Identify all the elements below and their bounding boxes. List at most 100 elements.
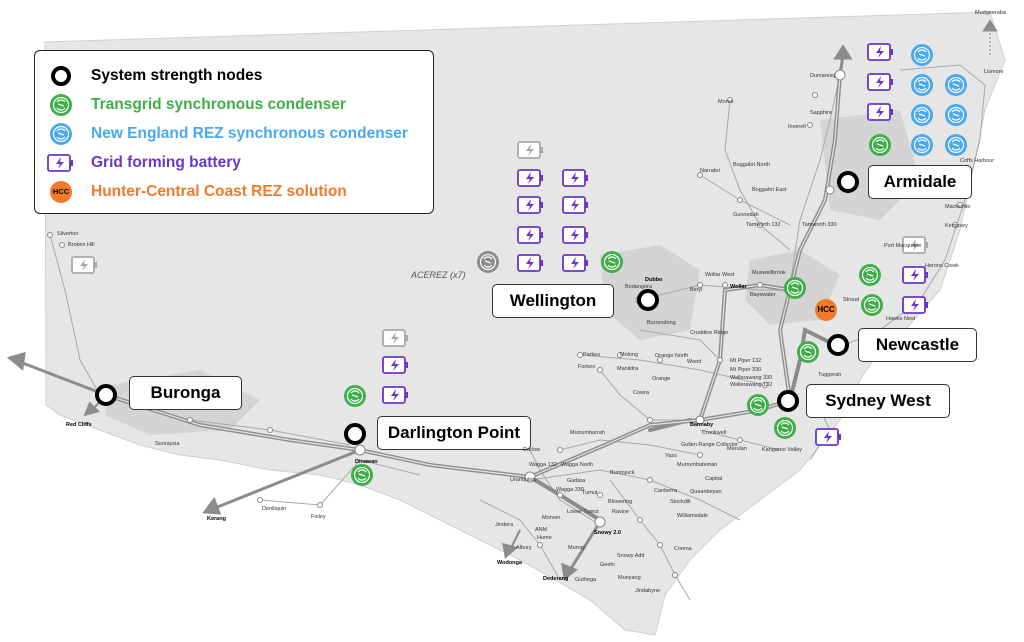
hcc-icon-label: HCC (52, 187, 70, 196)
place-label: Kempsey (945, 223, 968, 229)
place-label: Morven (542, 515, 561, 521)
place-label: Wagga 330 (556, 487, 584, 493)
place-label: Tuggerah (818, 372, 842, 378)
place-label: Marulan (727, 446, 747, 452)
place-label: Gadara (567, 478, 586, 484)
transgrid-condenser-icon (41, 91, 81, 119)
place-label: Moree (718, 99, 734, 105)
place-label: Deniliquin (262, 506, 287, 512)
place-label: Capital (705, 476, 723, 482)
place-label: Wagga North (561, 462, 594, 468)
place-label: Canberra (654, 488, 677, 494)
legend-label: Transgrid synchronous condenser (91, 96, 346, 113)
major-lines-inner (105, 74, 841, 478)
place-label: Dubbo (645, 277, 663, 283)
node-wellington (637, 289, 659, 311)
legend-label: Hunter-Central Coast REZ solution (91, 183, 347, 200)
place-label: Gunnedah (733, 212, 759, 218)
legend-item-battery: Grid forming battery (41, 149, 241, 177)
place-label: Tamworth 330 (802, 222, 837, 228)
place-label: Wallerawang 330 (730, 375, 773, 381)
place-label: Dumaresq (810, 73, 836, 79)
place-label: Boggabri East (752, 187, 787, 193)
place-label: Yass (665, 453, 677, 459)
place-label: Hawks Nest (886, 316, 916, 322)
place-label: Macksville (945, 204, 971, 210)
system-strength-nodes (95, 171, 859, 445)
node-buronga (95, 384, 117, 406)
place-label: Tumut (582, 490, 598, 496)
hcc-icon: HCC (41, 178, 81, 206)
place-label: Blowering (608, 499, 633, 505)
place-label: Silverton (57, 231, 79, 237)
place-label: Coffs Harbour (960, 158, 995, 164)
legend-item-transgrid-condenser: Transgrid synchronous condenser (41, 91, 346, 119)
place-label: Darlow (523, 447, 541, 453)
place-label: Jindera (495, 522, 514, 528)
legend-label: System strength nodes (91, 67, 263, 84)
place-label: Stroud (843, 297, 860, 303)
place-label: Williamsdale (677, 513, 708, 519)
place-label: Ravine (612, 509, 630, 515)
substation-dots (47, 69, 963, 578)
place-label: Mt Piper 330 (730, 367, 762, 373)
place-label: Port Macquarie (884, 243, 922, 249)
acerez-condenser (476, 250, 500, 274)
place-label: Sapphire (810, 110, 833, 116)
legend-item-hcc: HCC Hunter-Central Coast REZ solution (41, 178, 347, 206)
place-label: Dederang (543, 576, 569, 582)
legend-item-system-strength-nodes: System strength nodes (41, 62, 262, 90)
place-label: Boggabri North (733, 162, 770, 168)
legend-label: New England REZ synchronous condenser (91, 125, 408, 142)
place-label: Orange (652, 376, 671, 382)
legend-label: Grid forming battery (91, 154, 241, 171)
place-label: Geehi (600, 562, 615, 568)
place-label: Narrabri (700, 168, 720, 174)
place-label: Inverell (788, 124, 806, 130)
place-label: Kerang (207, 516, 226, 522)
place-label: Crookwell (702, 430, 727, 436)
node-ring-icon (41, 62, 81, 90)
node-label-wellington: Wellington (492, 284, 614, 318)
place-label: Wallerawang 132 (730, 382, 773, 388)
place-label: Orange North (655, 353, 689, 359)
hcc-badge-label: HCC (817, 305, 835, 314)
place-label: Wollar (730, 284, 747, 290)
place-label: Wollar West (705, 272, 735, 278)
node-newcastle (827, 334, 849, 356)
place-label: Forbes (578, 364, 596, 370)
place-label: Lower Tumut (567, 509, 599, 515)
place-label: Stockdill (670, 499, 691, 505)
place-label: Muswellbrook (752, 270, 786, 276)
place-label: Bodangora (625, 284, 652, 290)
place-label: Mudgeeraba (975, 10, 1006, 16)
place-label: Queanbeyan (690, 489, 722, 495)
place-label: Murray (568, 545, 586, 551)
place-label: Cooma (674, 546, 692, 552)
place-label: Tamworth 132 (746, 222, 781, 228)
place-label: Murrumburrah (570, 430, 605, 436)
legend-item-rez-condenser: New England REZ synchronous condenser (41, 120, 408, 148)
place-label: Burrendong (647, 320, 676, 326)
place-label: Burrinjuck (610, 470, 635, 476)
place-label: Dinawan (355, 459, 378, 465)
node-darlington-point (344, 423, 366, 445)
place-label: ANM (535, 527, 548, 533)
place-label: Kangaroo Valley (762, 447, 802, 453)
node-label-buronga: Buronga (129, 376, 242, 410)
place-label: Cruddine Ridge (690, 330, 729, 336)
node-label-darlington-point: Darlington Point (377, 416, 531, 450)
place-label: Snowy Adit (617, 553, 645, 559)
place-label: Bayswater (750, 292, 776, 298)
node-label-armidale: Armidale (868, 165, 972, 199)
place-label: Wodonga (497, 560, 522, 566)
place-label: Broken Hill (68, 242, 95, 248)
place-label: Manildra (617, 366, 639, 372)
place-label: Albury (516, 545, 532, 551)
place-label: Red Cliffs (66, 422, 92, 428)
place-label: Beryl (690, 287, 703, 293)
place-label: Gullen Range Collector (681, 442, 738, 448)
node-armidale (837, 171, 859, 193)
place-label: Lismore (984, 69, 1004, 75)
